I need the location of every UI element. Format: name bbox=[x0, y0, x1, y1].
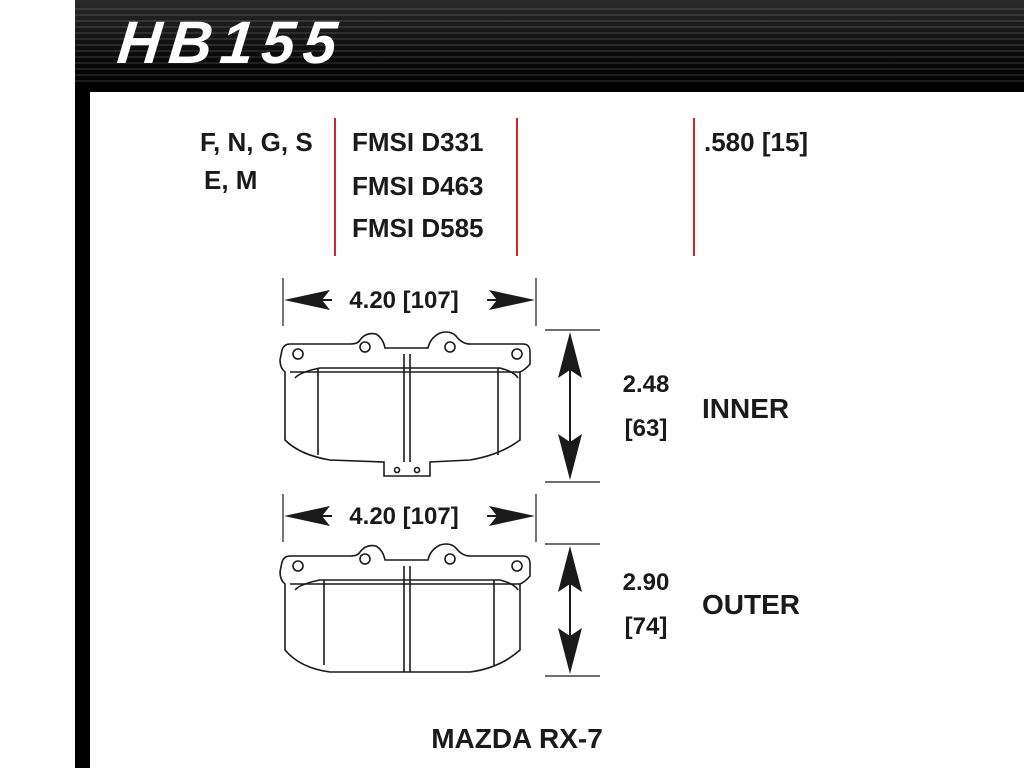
inner-label: INNER bbox=[702, 393, 789, 424]
outer-label: OUTER bbox=[702, 589, 800, 620]
inner-height-mm: [63] bbox=[625, 415, 668, 442]
divider-line-1 bbox=[334, 118, 336, 256]
part-number: HB155 bbox=[114, 9, 349, 76]
inner-height-in: 2.48 bbox=[623, 371, 670, 398]
fmsi-code-3: FMSI D585 bbox=[352, 213, 484, 243]
outer-height-dimension bbox=[545, 543, 600, 677]
fmsi-code-1: FMSI D331 bbox=[352, 127, 484, 157]
left-border-bar bbox=[75, 92, 90, 768]
outer-height-mm: [74] bbox=[625, 613, 668, 640]
header-banner bbox=[0, 0, 1024, 92]
fmsi-code-2: FMSI D463 bbox=[352, 171, 484, 201]
compound-codes-line1: F, N, G, S bbox=[200, 127, 313, 157]
divider-line-3 bbox=[693, 118, 695, 256]
vehicle-name: MAZDA RX-7 bbox=[431, 723, 603, 754]
inner-pad-outline bbox=[279, 331, 531, 477]
outer-width-label: 4.20 [107] bbox=[349, 503, 458, 530]
outer-height-in: 2.90 bbox=[623, 569, 670, 596]
divider-line-2 bbox=[516, 118, 518, 256]
outer-width-dimension bbox=[282, 494, 537, 542]
outer-pad-outline bbox=[279, 543, 531, 673]
inner-height-dimension bbox=[545, 329, 600, 483]
inner-width-label: 4.20 [107] bbox=[349, 287, 458, 314]
left-margin bbox=[0, 0, 75, 768]
compound-codes-line2: E, M bbox=[204, 165, 258, 195]
thickness-value: .580 [15] bbox=[704, 127, 809, 157]
inner-width-dimension bbox=[282, 278, 537, 326]
